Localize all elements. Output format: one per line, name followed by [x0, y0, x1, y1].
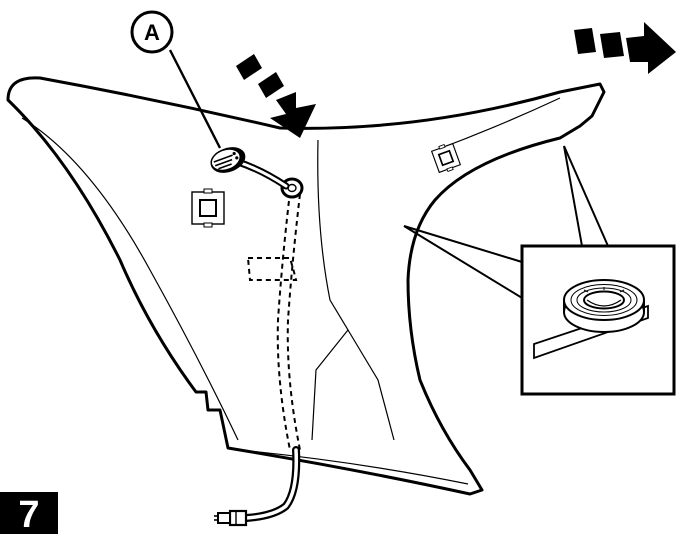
zoom-leader — [564, 146, 582, 246]
panel-outline — [8, 78, 604, 494]
step-number: 7 — [0, 492, 58, 534]
callout-label-a: A — [144, 20, 160, 45]
placement-mark-icon — [192, 189, 224, 227]
connector-plug-icon — [214, 511, 246, 525]
zoom-leader — [404, 226, 522, 262]
zoom-leader — [404, 226, 532, 304]
exposed-cable — [246, 450, 296, 518]
arrow-right-icon — [574, 22, 676, 74]
zoom-leader — [564, 146, 608, 246]
